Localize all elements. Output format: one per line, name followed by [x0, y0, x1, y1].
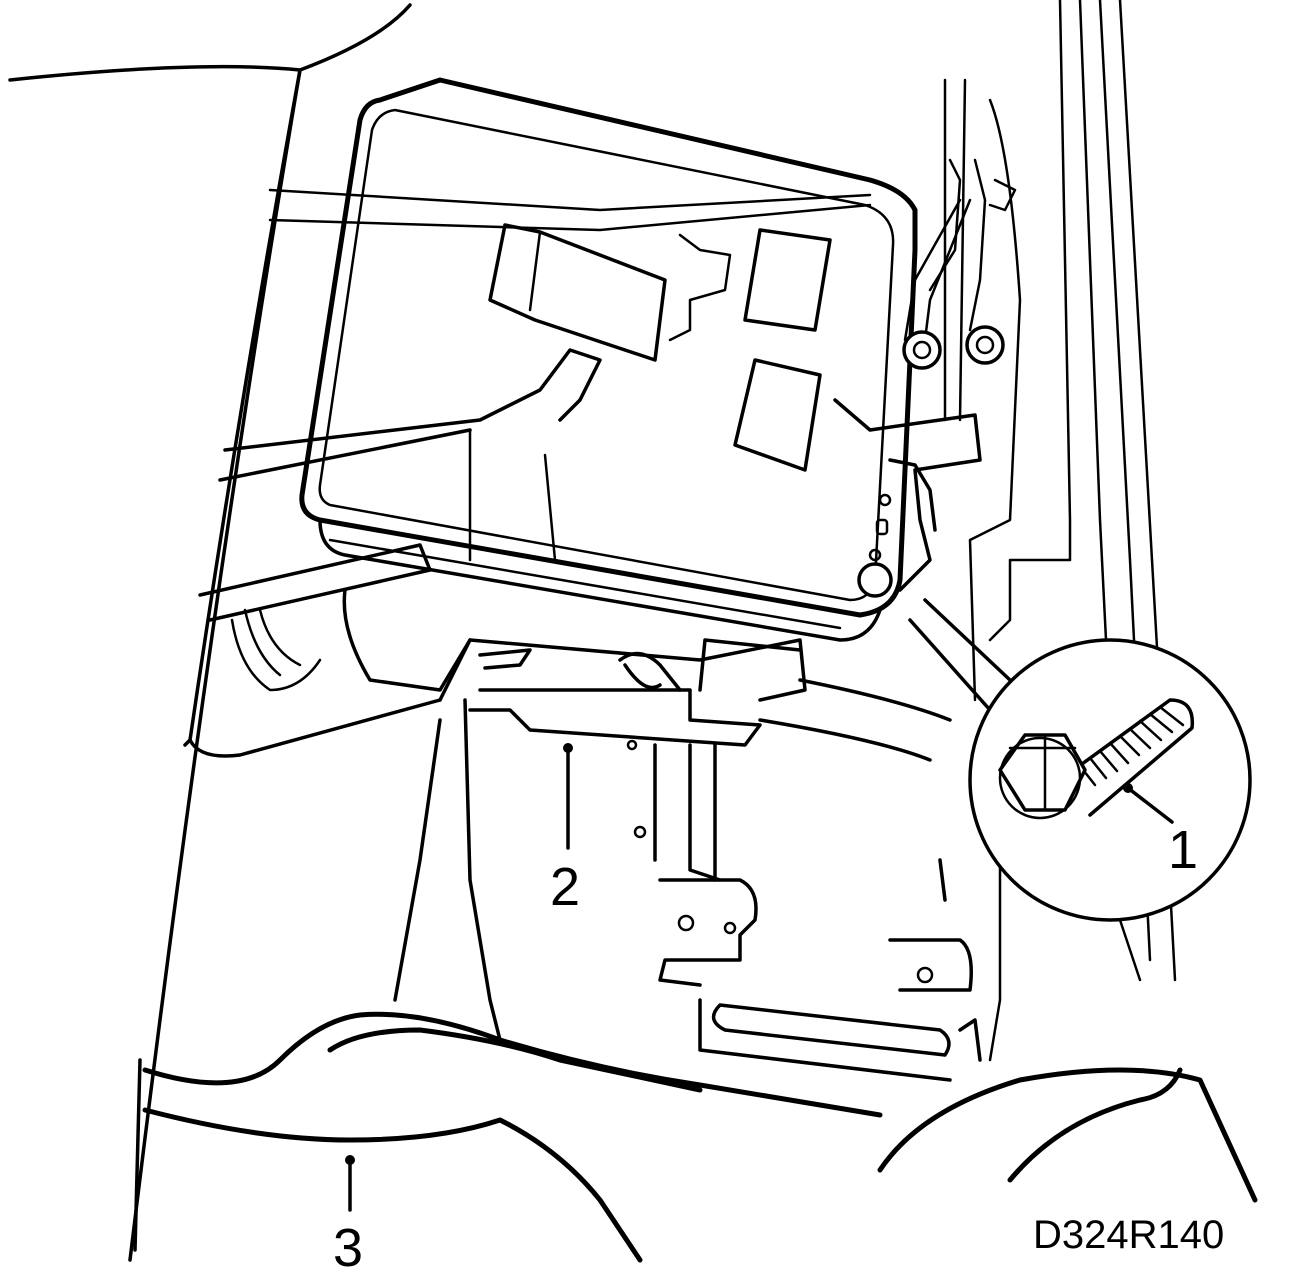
wiring-harness — [902, 158, 1017, 370]
side-mounting-plate — [833, 398, 982, 598]
leader-lines — [345, 743, 1174, 1212]
mounting-bracket — [468, 638, 802, 747]
seat-frame — [142, 1011, 1258, 1263]
callout-3: 3 — [333, 1218, 363, 1278]
figure-reference-code: D324R140 — [1033, 1213, 1224, 1257]
body-pillar-outline — [8, 3, 442, 1262]
bolt-icon — [998, 698, 1195, 820]
floor-panel — [393, 678, 982, 1082]
callout-1: 1 — [1168, 820, 1198, 880]
detail-magnifier — [908, 598, 1252, 922]
callout-2: 2 — [550, 857, 580, 917]
control-module — [198, 77, 918, 702]
